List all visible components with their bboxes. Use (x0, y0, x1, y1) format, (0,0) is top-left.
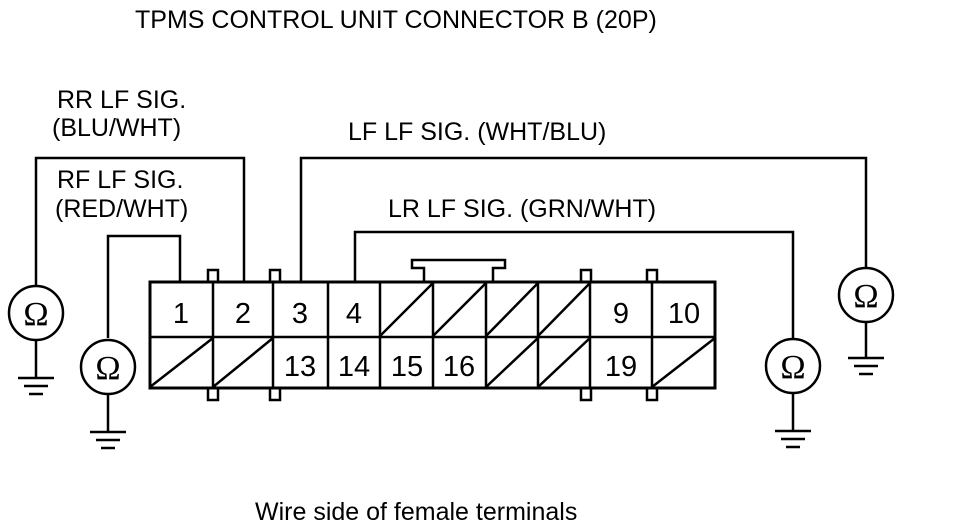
rr-signal-wire-color: (BLU/WHT) (52, 114, 182, 142)
pin-number: 2 (235, 298, 251, 330)
empty-cavity (379, 282, 434, 337)
ground-icon (775, 393, 811, 449)
empty-cavity (537, 337, 591, 388)
ohm-icon: Ω (780, 349, 805, 386)
empty-cavity (537, 282, 591, 337)
pin-number: 4 (346, 298, 362, 330)
rf-signal-label: RF LF SIG. (57, 166, 184, 194)
pin-number: 13 (284, 351, 316, 383)
pin-number: 19 (605, 351, 637, 383)
diagram-footer: Wire side of female terminals (255, 498, 578, 526)
lr-signal-wire (353, 230, 795, 339)
rf-signal-wire (106, 234, 182, 338)
pin-number: 10 (668, 298, 700, 330)
rr-signal-wire (34, 156, 246, 286)
ground-icon (18, 340, 54, 396)
ground-icon (848, 322, 884, 376)
empty-cavity (432, 282, 487, 337)
rf-signal-wire-color: (RED/WHT) (55, 195, 189, 223)
ohm-icon: Ω (853, 278, 878, 315)
empty-cavity (149, 337, 214, 388)
connector-lock-tab (410, 258, 507, 282)
lf-signal-label: LF LF SIG. (WHT/BLU) (348, 118, 607, 146)
lr-signal-label: LR LF SIG. (GRN/WHT) (388, 195, 657, 223)
pin-number: 14 (338, 351, 370, 383)
diagram-title: TPMS CONTROL UNIT CONNECTOR B (20P) (135, 6, 657, 34)
pin-number: 9 (613, 298, 629, 330)
ground-icon (90, 394, 126, 450)
rr-signal-label: RR LF SIG. (57, 86, 187, 114)
empty-cavity (651, 337, 716, 388)
ohm-icon: Ω (95, 350, 120, 387)
ohm-icon: Ω (23, 296, 48, 333)
lf-signal-wire (299, 156, 868, 282)
empty-cavity (485, 337, 539, 388)
pin-number: 1 (173, 298, 189, 330)
pin-number: 16 (443, 351, 475, 383)
empty-cavity (485, 282, 539, 337)
empty-cavity (212, 337, 274, 388)
connector-guide-tabs (206, 268, 659, 402)
pin-number: 3 (292, 298, 308, 330)
pin-number: 15 (391, 351, 423, 383)
